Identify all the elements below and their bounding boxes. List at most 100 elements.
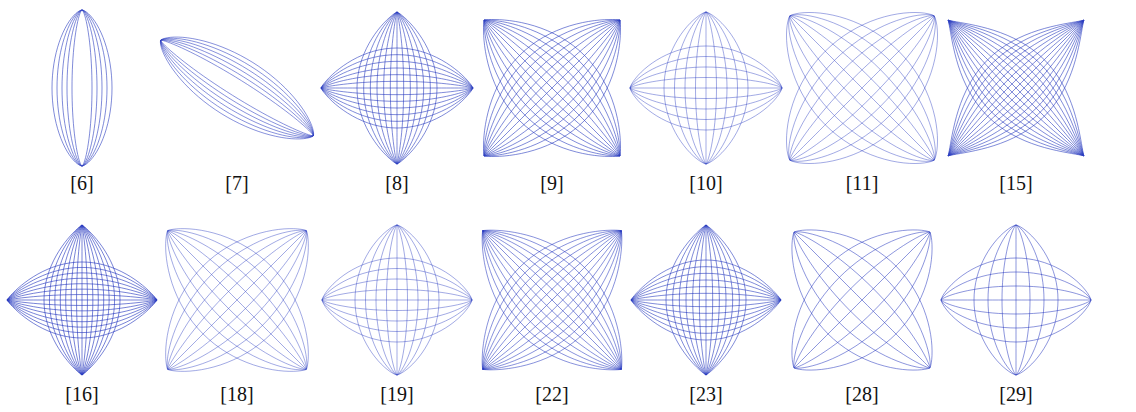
wireframe-shape <box>484 20 621 157</box>
wireframe-curve <box>948 20 1084 156</box>
wireframe-curve <box>792 230 930 368</box>
wireframe-curve <box>483 231 622 370</box>
wireframe-shape <box>941 225 1091 375</box>
wireframe-curve <box>484 20 620 156</box>
wireframe-curve <box>790 16 934 160</box>
wireframe-curve <box>376 225 397 375</box>
wireframe-curve <box>1016 225 1030 375</box>
wireframe-curve <box>161 39 314 136</box>
wireframe-curve <box>484 20 620 156</box>
wireframe-curve <box>483 231 622 370</box>
wireframe-curve <box>397 225 408 375</box>
wireframe-curve <box>397 12 398 164</box>
reference-number: [9] <box>540 170 563 196</box>
reference-number: [15] <box>999 170 1032 196</box>
wireframe-curve <box>948 20 1084 156</box>
wireframe-curve <box>794 232 930 368</box>
wireframe-curve <box>1002 225 1016 375</box>
wireframe-curve <box>664 12 706 164</box>
wireframe-curve <box>72 10 82 166</box>
wireframe-curve <box>390 12 397 164</box>
wireframe-curve <box>706 12 727 164</box>
wireframe-curve <box>948 20 1084 156</box>
wireframe-curve <box>948 20 1084 156</box>
wireframe-shape <box>7 225 157 375</box>
wireframe-curve <box>948 20 1084 156</box>
wireframe-curve <box>82 10 97 166</box>
wireframe-curve <box>706 12 738 164</box>
wireframe-curve <box>685 12 706 164</box>
wireframe-curve <box>794 232 930 368</box>
wireframe-curve <box>696 12 707 164</box>
wireframe-curve <box>948 20 1084 156</box>
wireframe-curve <box>790 16 938 164</box>
wireframe-curve <box>693 225 706 375</box>
wireframe-curve <box>706 12 748 164</box>
wireframe-curve <box>948 20 1084 156</box>
wireframe-curve <box>168 231 307 370</box>
wireframe-curve <box>168 231 307 370</box>
wireframe-curve <box>484 20 620 156</box>
wireframe-curve <box>82 10 107 166</box>
wireframe-curve <box>794 232 930 368</box>
wireframe-curve <box>948 20 1084 156</box>
wireframe-curve <box>675 12 707 164</box>
reference-number: [16] <box>65 381 98 407</box>
wireframe-curve <box>397 12 430 164</box>
wireframe-curve <box>161 37 314 136</box>
wireframe-curve <box>82 225 83 375</box>
wireframe-curve <box>397 12 437 164</box>
wireframe-curve <box>377 12 397 164</box>
reference-number: [23] <box>689 381 722 407</box>
wireframe-curve <box>168 229 309 370</box>
wireframe-curve <box>357 12 397 164</box>
wireframe-curve <box>397 225 429 375</box>
wireframe-curve <box>789 15 934 160</box>
wireframe-curve <box>397 225 398 375</box>
reference-number: [22] <box>535 381 568 407</box>
reference-number: [8] <box>385 170 408 196</box>
wireframe-curve <box>483 231 622 370</box>
wireframe-curve <box>160 40 313 139</box>
wireframe-curve <box>948 20 1084 156</box>
wireframe-curve <box>1016 225 1044 375</box>
wireframe-curve <box>794 232 930 368</box>
wireframe-curve <box>484 20 620 156</box>
wireframe-curve <box>484 20 620 156</box>
wireframe-curve <box>706 225 739 375</box>
wireframe-curve <box>679 225 706 375</box>
wireframe-shape <box>52 10 112 166</box>
wireframe-curve <box>355 225 397 375</box>
wireframe-curve <box>948 20 1084 156</box>
wireframe-curve <box>794 232 930 368</box>
wireframe-curve <box>948 20 1084 156</box>
wireframe-curve <box>82 10 102 166</box>
wireframe-curve <box>77 225 82 375</box>
wireframe-curve <box>82 225 120 375</box>
wireframe-curve <box>484 20 620 156</box>
wireframe-curve <box>483 231 622 370</box>
wireframe-curve <box>699 225 706 375</box>
wireframe-curve <box>794 232 932 370</box>
wireframe-curve <box>60 225 82 375</box>
wireframe-curve <box>948 20 1084 156</box>
wireframe-curve <box>948 20 1084 156</box>
wireframe-curve <box>794 232 930 368</box>
wireframe-curve <box>789 16 934 161</box>
wireframe-curve <box>686 225 706 375</box>
reference-number: [28] <box>845 381 878 407</box>
wireframe-curve <box>484 20 620 156</box>
reference-number: [29] <box>999 381 1032 407</box>
wireframe-curve <box>82 10 112 166</box>
wireframe-curve <box>483 231 622 370</box>
wireframe-curve <box>948 20 1084 156</box>
reference-number: [18] <box>220 381 253 407</box>
wireframe-curve <box>483 231 622 370</box>
wireframe-curve <box>82 225 109 375</box>
wireframe-curve <box>57 10 82 166</box>
wireframe-curve <box>168 231 307 370</box>
wireframe-curve <box>792 232 930 370</box>
wireframe-curve <box>948 20 1084 156</box>
wireframe-curve <box>167 231 306 370</box>
wireframe-curve <box>484 20 620 156</box>
